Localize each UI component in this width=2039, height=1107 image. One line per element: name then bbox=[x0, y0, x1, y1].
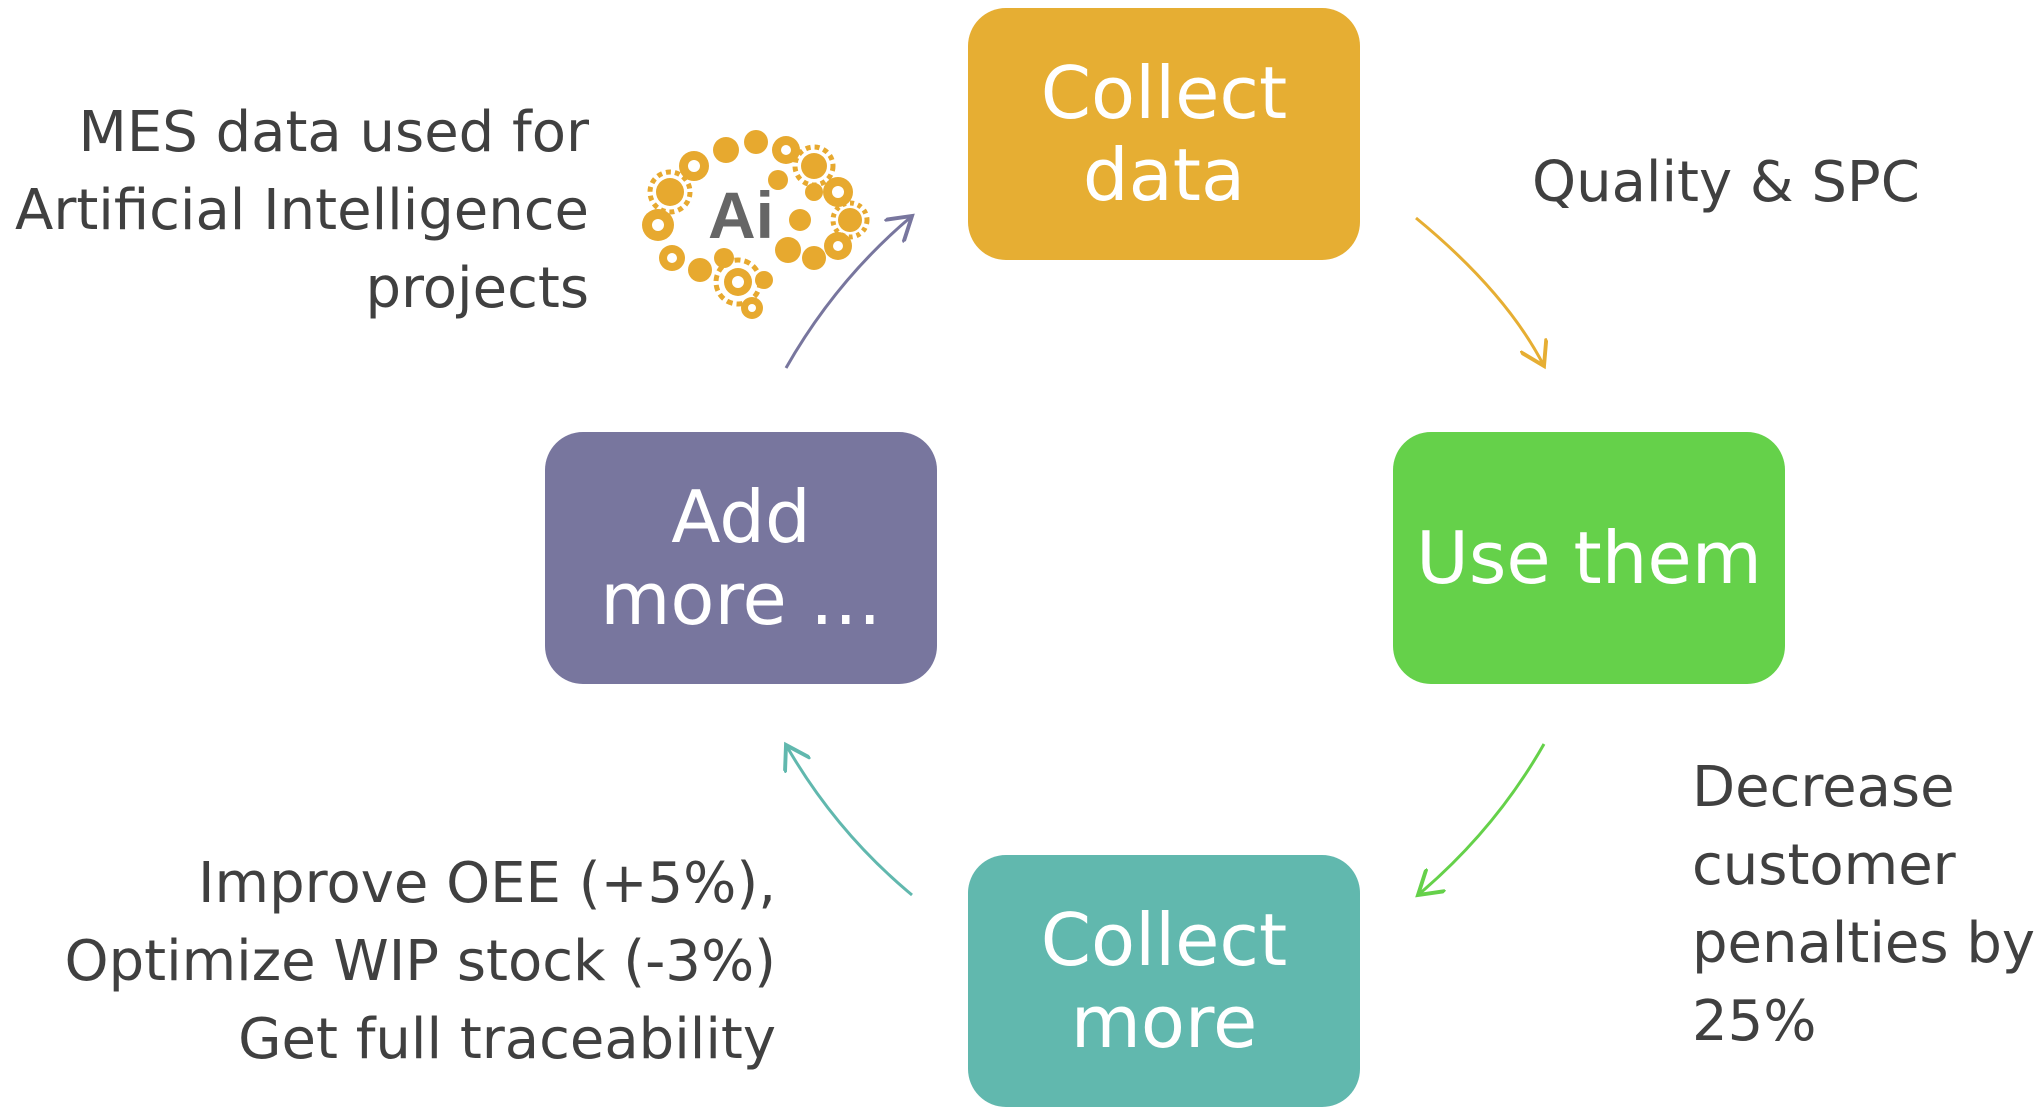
node-use-them: Use them bbox=[1393, 432, 1785, 684]
ai-logo-text: Ai bbox=[708, 178, 774, 252]
node-add-more-line2: more … bbox=[600, 557, 882, 641]
node-collect-data: Collect data bbox=[968, 8, 1360, 260]
note-ai-line: MES data used for bbox=[78, 100, 589, 165]
note-improve-line: Optimize WIP stock (-3%) bbox=[64, 929, 776, 994]
note-improve-oee: Improve OEE (+5%), Optimize WIP stock (-… bbox=[64, 845, 776, 1079]
note-ai-projects: MES data used for Artificial Intelligenc… bbox=[15, 94, 589, 328]
arrow-use-them-to-collect-more bbox=[1418, 743, 1546, 895]
note-decrease-line: penalties by bbox=[1692, 911, 2035, 976]
note-ai-line: projects bbox=[365, 256, 589, 321]
ai-brain-gears-icon: Ai bbox=[642, 130, 870, 319]
node-collect-data-line1: Collect bbox=[1040, 51, 1288, 135]
node-add-more: Add more … bbox=[545, 432, 937, 684]
node-collect-more-line2: more bbox=[1070, 980, 1258, 1064]
node-collect-more-line1: Collect bbox=[1040, 898, 1288, 982]
node-collect-data-line2: data bbox=[1082, 133, 1246, 217]
node-add-more-line1: Add bbox=[671, 475, 811, 559]
note-improve-line: Improve OEE (+5%), bbox=[198, 851, 776, 916]
note-decrease-penalties: Decrease customer penalties by 25% bbox=[1692, 749, 2035, 1061]
note-quality-spc: Quality & SPC bbox=[1532, 144, 1920, 222]
note-decrease-line: customer bbox=[1692, 833, 1956, 898]
note-quality-text: Quality & SPC bbox=[1532, 150, 1920, 215]
note-ai-line: Artificial Intelligence bbox=[15, 178, 589, 243]
arrow-collect-data-to-use-them bbox=[1415, 216, 1544, 366]
node-collect-more: Collect more bbox=[968, 855, 1360, 1107]
node-use-them-label: Use them bbox=[1416, 516, 1762, 600]
arrow-add-more-to-collect-data bbox=[784, 216, 912, 369]
note-decrease-line: 25% bbox=[1692, 989, 1817, 1054]
note-decrease-line: Decrease bbox=[1692, 755, 1955, 820]
arrow-collect-more-to-add-more bbox=[786, 745, 913, 897]
note-improve-line: Get full traceability bbox=[238, 1007, 776, 1072]
